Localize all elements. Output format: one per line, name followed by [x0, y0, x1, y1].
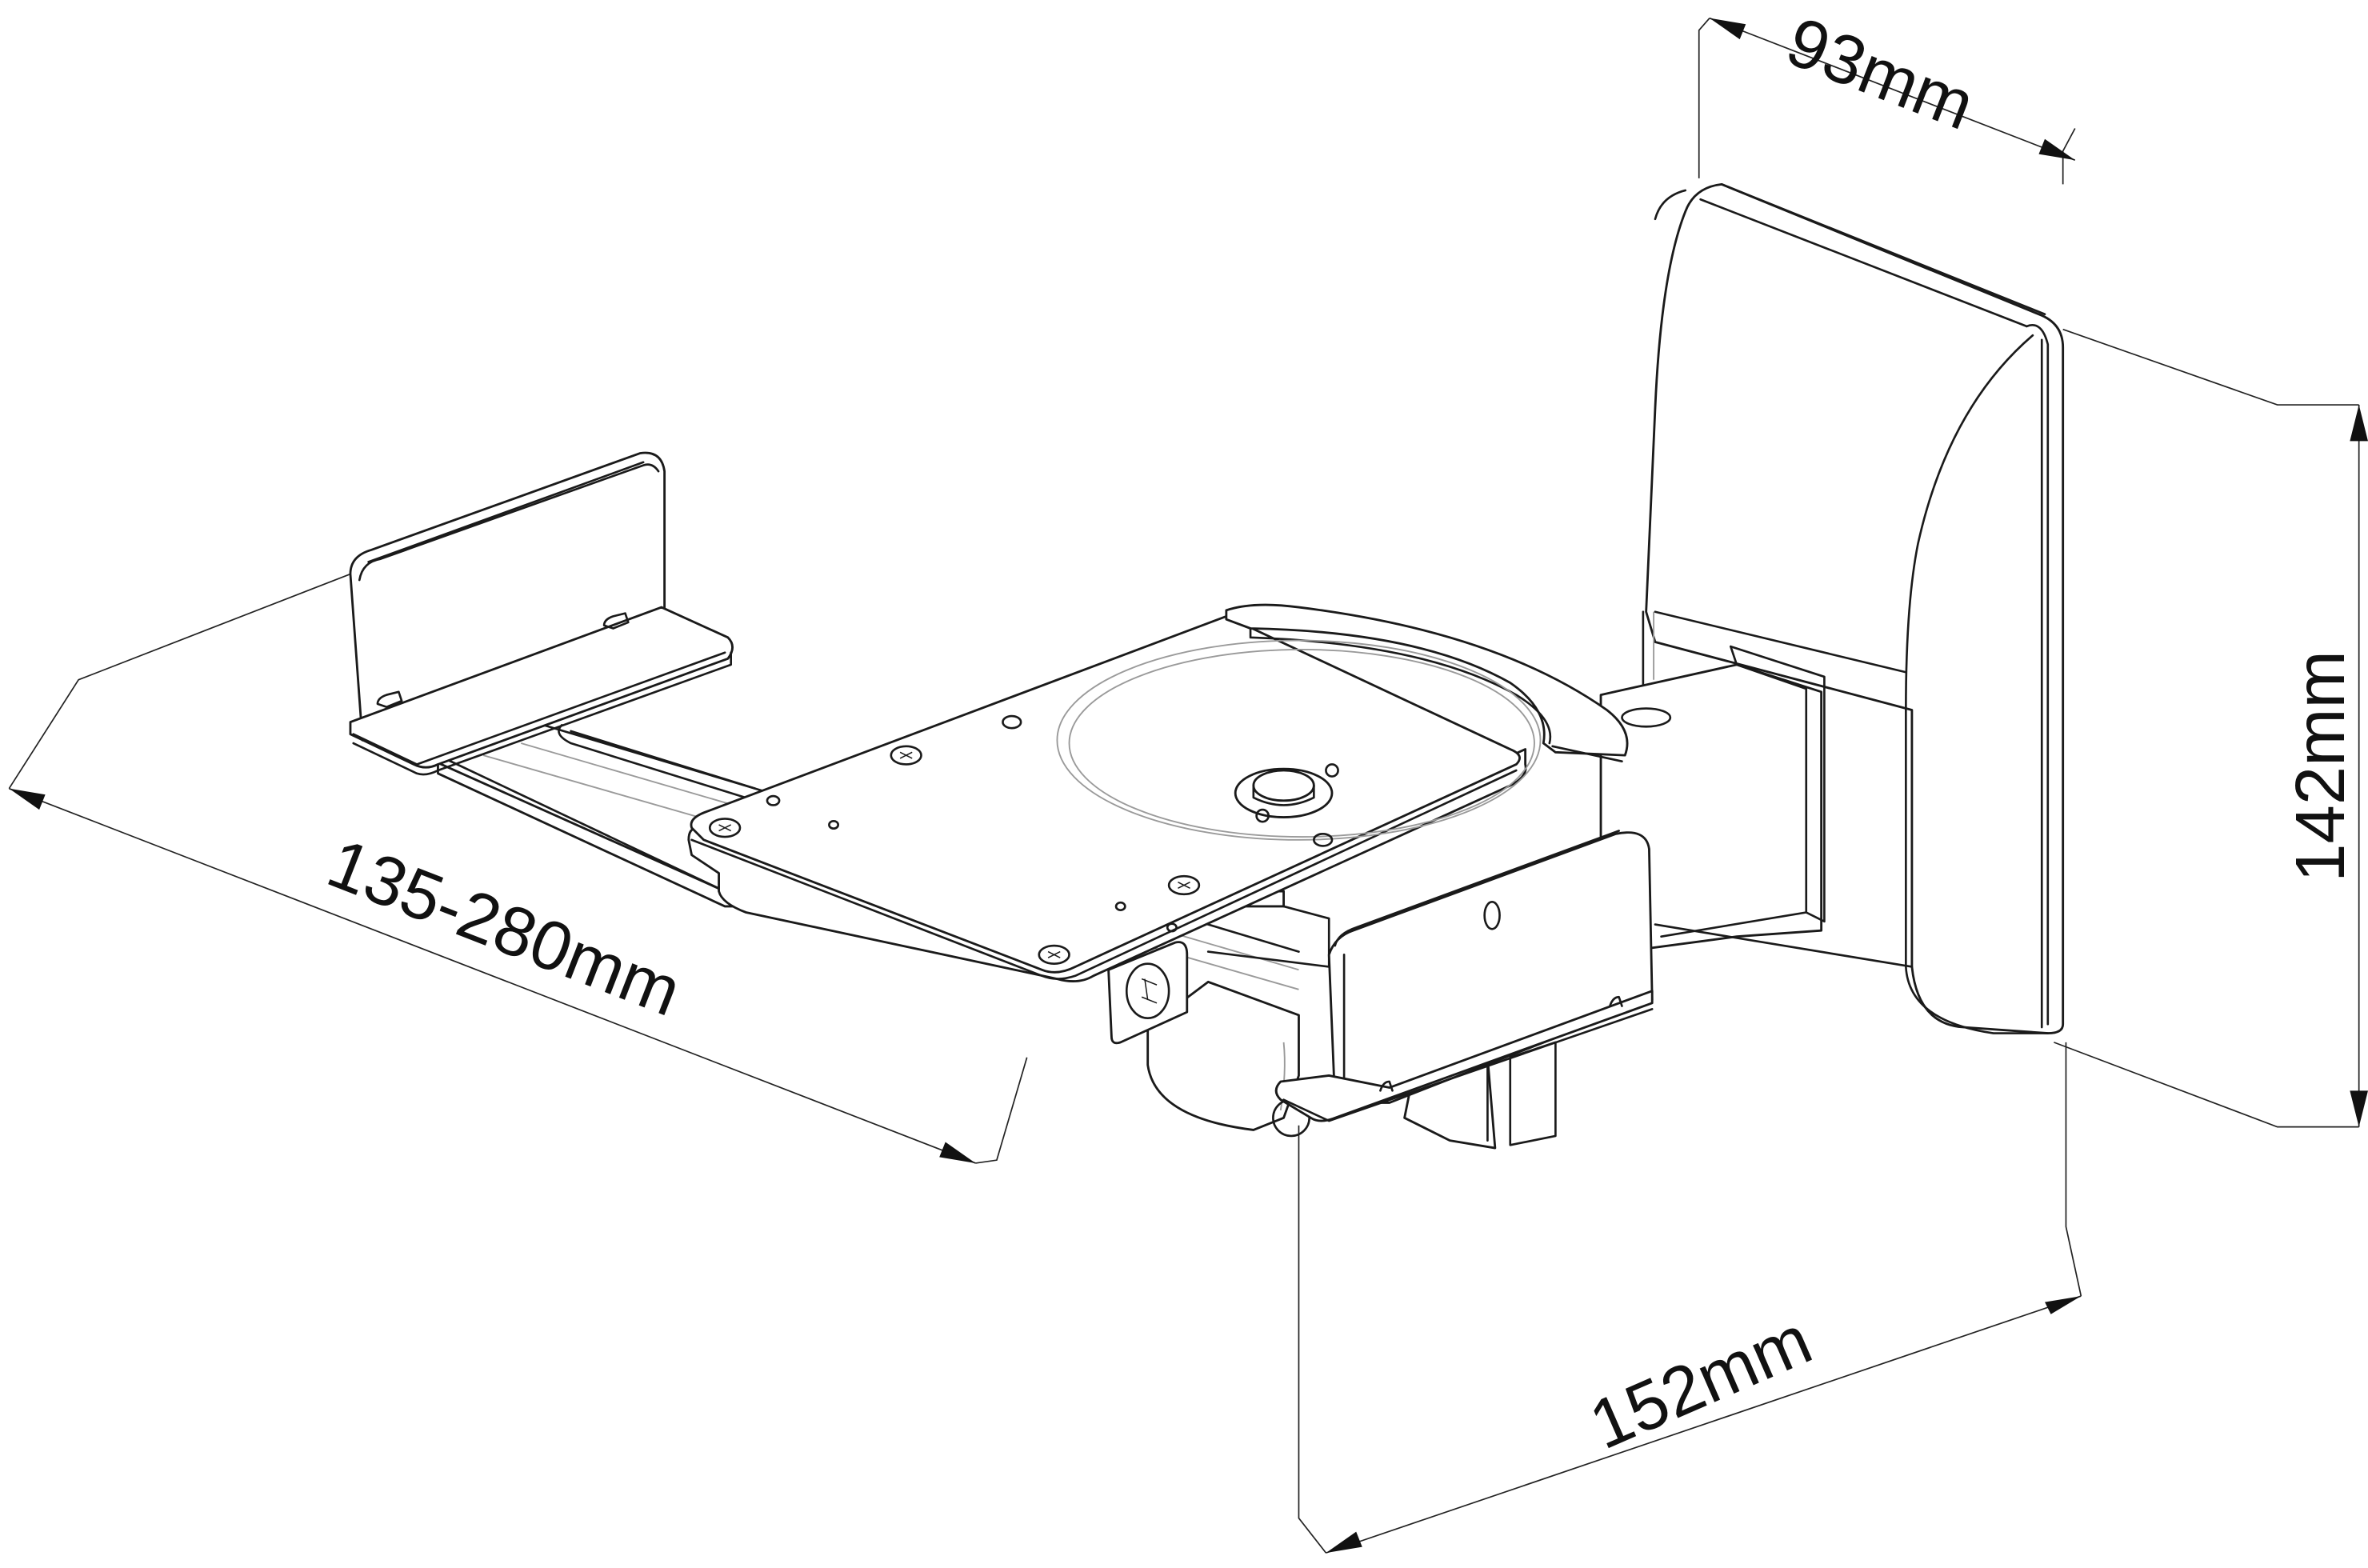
plate-screws [708, 745, 1201, 966]
dimension-label-142mm: 142mm [2282, 650, 2359, 882]
wall-plate [1642, 182, 2065, 1034]
mounting-plate [687, 603, 1629, 983]
left-clamp-bracket [349, 451, 734, 776]
dimension-label-152mm: 152mm [1579, 1301, 1822, 1464]
plate-holes [766, 714, 1334, 933]
right-clamp-bracket [1274, 830, 1654, 1122]
dimension-93mm: 93mm [1698, 2, 2076, 185]
dimension-label-93mm: 93mm [1777, 2, 1985, 145]
dimension-142mm: 142mm [2054, 328, 2368, 1128]
front-screw-block [1107, 941, 1189, 1045]
